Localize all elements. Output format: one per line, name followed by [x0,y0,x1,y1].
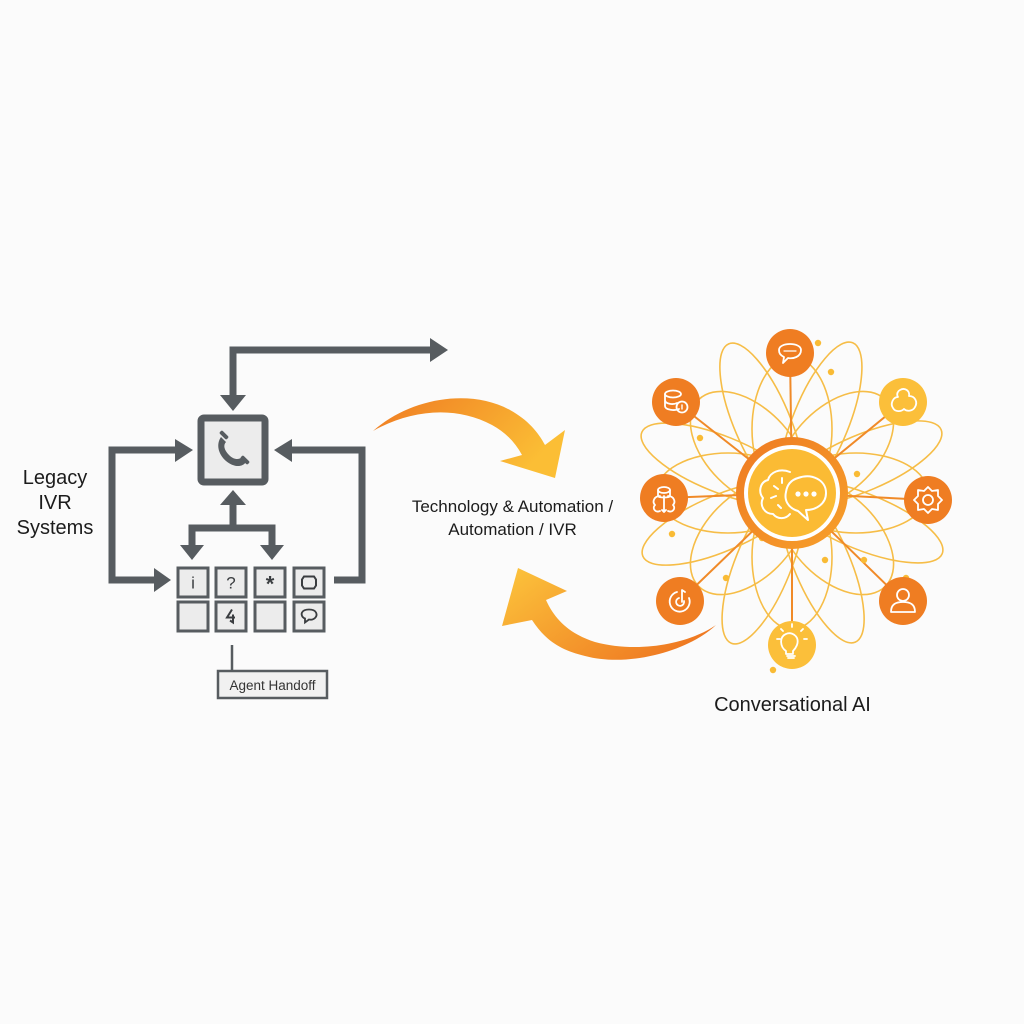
keypad-key[interactable] [292,566,326,599]
ai-node-right[interactable] [904,476,952,524]
ai-node-bottom[interactable] [768,621,816,669]
conversational-ai-title: Conversational AI [714,694,871,716]
brain-chat-icon [759,469,827,521]
recycle-icon [225,608,235,625]
target-icon [668,589,691,613]
ai-node-top-right[interactable] [879,378,927,426]
right-loop-connector [290,446,366,584]
right-loop-arrowhead [274,439,292,462]
top-down-arrowhead [220,395,246,411]
ai-satellite-nodes [640,329,952,669]
left-loop-arrowhead-bottom [154,568,171,592]
orbit-dot [821,556,829,564]
gear-icon [913,486,943,514]
info-icon: i [191,574,195,593]
chat-loop-icon [300,608,318,625]
ai-node-bottom-right[interactable] [879,577,927,625]
keypad-key[interactable] [292,600,326,633]
split-left-arrowhead [180,545,204,560]
top-loop-connector [229,346,432,400]
ivr-keypad: i? * [176,566,326,633]
phone-icon [218,430,250,467]
user-icon [890,588,916,613]
network-icon [652,486,676,513]
top-right-arrowhead [430,338,448,362]
speech-bubble-icon [778,343,802,364]
ai-node-top[interactable] [766,329,814,377]
center-up-arrowhead [220,490,246,505]
cloud-cluster-icon [890,388,918,413]
orbit-dot [668,530,676,538]
legacy-ivr-flow [108,338,448,671]
loop-icon [301,575,317,590]
center-branch-split [188,524,276,548]
orbit-dot [853,470,861,478]
agent-handoff-label: Agent Handoff [229,678,315,693]
center-title-line-1: Technology & Automation / [411,497,614,516]
keypad-key[interactable] [214,600,248,633]
split-right-arrowhead [260,545,284,560]
legacy-title-line: Systems [16,517,94,539]
ai-hub[interactable] [736,437,848,549]
question-icon: ? [226,574,235,593]
left-loop-arrowhead-top [175,439,193,462]
keypad-key[interactable]: i [176,566,210,599]
legacy-title-line: Legacy [22,467,88,489]
ai-node-left[interactable] [640,474,688,522]
orbit-dot [827,368,835,376]
center-title-line-2: Automation / IVR [448,520,577,539]
asterisk-icon: * [266,572,275,597]
orbit-dot [814,339,822,347]
ai-node-bottom-left[interactable] [656,577,704,625]
keypad-key[interactable]: ? [214,566,248,599]
legacy-ivr-title: Legacy IVR Systems [5,466,105,541]
technology-automation-title: Technology & Automation / Automation / I… [385,495,640,541]
phone-hub[interactable] [197,414,269,486]
agent-handoff-box[interactable]: Agent Handoff [216,669,329,700]
database-icon [664,389,689,414]
orbit-dot [696,434,704,442]
orbit-dot [722,574,730,582]
transition-arrow-forward [373,398,565,478]
orbit-dot [860,556,868,564]
transition-arrow-backward [502,568,716,660]
lightbulb-icon [776,623,808,659]
conversational-ai-network [640,329,952,674]
orbit-dot [769,666,777,674]
ai-node-top-left[interactable] [652,378,700,426]
legacy-title-line: IVR [38,492,72,514]
keypad-key[interactable] [253,600,287,633]
keypad-key[interactable]: * [253,566,287,599]
keypad-key[interactable] [176,600,210,633]
left-loop-connector [108,446,180,584]
